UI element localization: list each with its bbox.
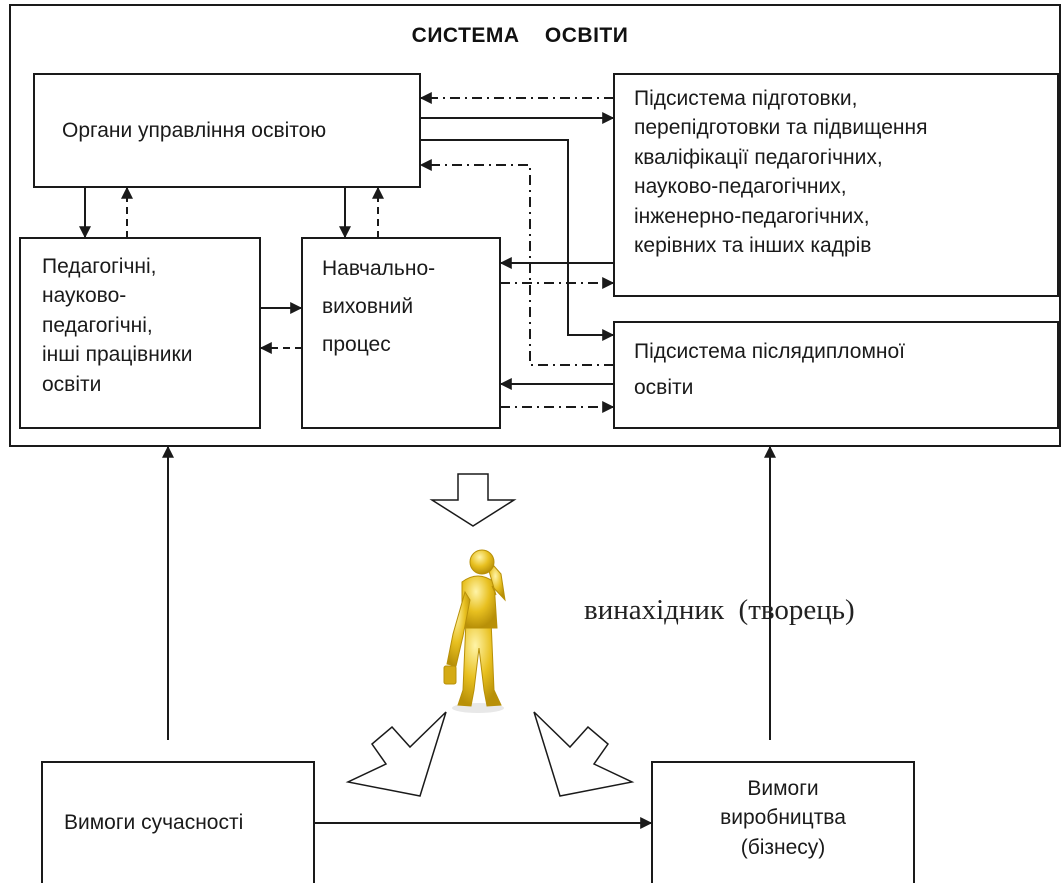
training-label-line: науково-педагогічних, (634, 175, 847, 199)
workers-label-line: інші працівники (42, 343, 193, 367)
modern-requirements-box (41, 761, 315, 883)
inventor-caption: винахідник (творець) (584, 594, 855, 626)
workers-label: Педагогічні, науково- педагогічні, інші … (42, 252, 192, 399)
management-box (33, 73, 421, 188)
modern-requirements-label: Вимоги сучасності (64, 811, 244, 834)
training-label-line: інженерно-педагогічних, (634, 204, 870, 228)
workers-box (19, 237, 261, 429)
production-requirements-label-line: виробництва (720, 806, 846, 830)
process-label: Навчально- виховний процес (322, 250, 435, 363)
training-label-line: кваліфікації педагогічних, (634, 145, 883, 169)
arrow-management-to-postgraduate (420, 139, 615, 341)
postgraduate-label-line: освіти (634, 375, 694, 399)
postgraduate-subsystem-box (613, 321, 1059, 429)
production-requirements-label-line: Вимоги (747, 777, 819, 800)
process-label-line: процес (322, 332, 391, 356)
arrow-postgraduate-to-management (419, 159, 614, 366)
production-requirements-label-line: (бізнесу) (740, 835, 826, 859)
postgraduate-label-line: Підсистема післядипломної (634, 340, 905, 363)
postgraduate-label: Підсистема післядипломної освіти (634, 334, 905, 405)
big-down-arrow (429, 473, 517, 527)
workers-label-line: науково- (42, 284, 127, 308)
workers-label-line: педагогічні, (42, 313, 153, 337)
workers-label-line: Педагогічні, (42, 255, 157, 278)
training-label: Підсистема підготовки, перепідготовки та… (634, 84, 927, 260)
system-title: СИСТЕМА ОСВІТИ (411, 24, 629, 47)
big-arrow-right-to-figure (533, 711, 635, 797)
process-label-line: Навчально- (322, 257, 436, 280)
production-requirements-label: Вимоги виробництва (бізнесу) (652, 774, 914, 862)
process-label-line: виховний (322, 294, 414, 318)
training-label-line: Підсистема підготовки, (634, 87, 858, 110)
process-box (301, 237, 501, 429)
training-subsystem-box (613, 73, 1059, 297)
inventor-figure-icon (443, 549, 506, 713)
training-label-line: керівних та інших кадрів (634, 233, 872, 257)
workers-label-line: освіти (42, 372, 102, 396)
big-arrow-left-to-figure (345, 711, 447, 797)
management-label: Органи управління освітою (62, 119, 327, 142)
education-system-frame (9, 4, 1061, 447)
training-label-line: перепідготовки та підвищення (634, 116, 928, 140)
